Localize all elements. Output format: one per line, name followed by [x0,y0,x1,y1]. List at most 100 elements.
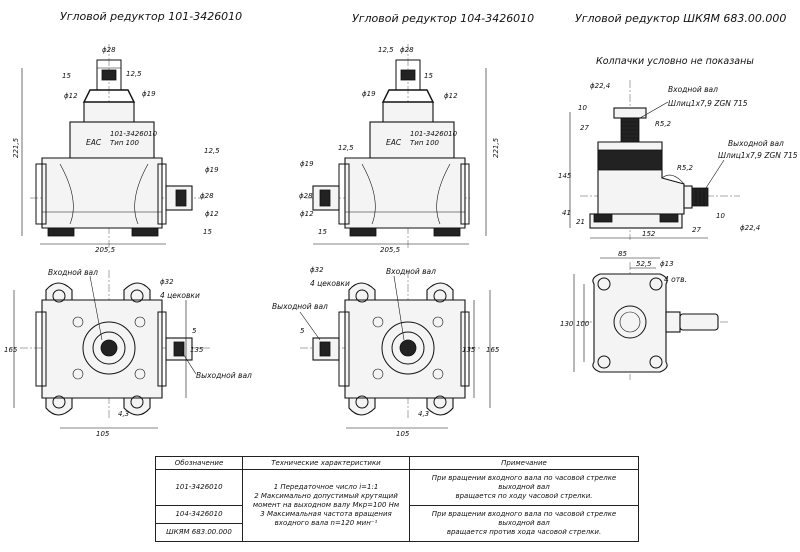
plate-line2-left: Тип 100 [110,139,140,147]
note-cell-1: При вращении входного вала по часовой ст… [409,469,639,506]
dim-d19-middle-side: ϕ19 [300,160,314,168]
dim-d32-middle: ϕ32 [310,266,324,274]
dim-15-middle-side: 15 [318,228,327,236]
dim-135-middle: 135 [462,346,476,354]
spec-table: Обозначение Технические характеристики П… [155,456,639,542]
dim-12-5-left-side: 12,5 [204,147,220,155]
dim-205-5-middle: 205,5 [380,246,401,254]
plate-line1-left: 101-3426010 [110,130,158,138]
note-line-2: вращается по ходу часовой стрелки. [455,492,593,500]
dim-145: 145 [558,172,572,180]
output-shaft-label-middle: Выходной вал [272,302,328,311]
left-front-view: EAC 101-3426010 Тип 100 205,5 221,5 ϕ28 … [12,44,220,254]
dim-10-right-top: 10 [578,104,587,112]
spec-line-4: 3 Максимальная частота вращения [260,510,392,518]
note-line-4: вращается против хода часовой стрелки. [446,528,602,536]
dim-r5-2-side: R5,2 [677,164,694,172]
middle-front-view: EAC 101-3426010 Тип 100 205,5 221,5 ϕ28 … [299,44,500,254]
dim-d12-left-side: ϕ12 [205,210,219,218]
left-plan-view: Входной вал Выходной вал ϕ32 4 цековки 1… [4,268,252,438]
dim-5-left: 5 [192,327,197,335]
input-shaft-label-right: Входной вал [668,85,718,94]
dim-105-left: 105 [96,430,110,438]
caps-note: Колпачки условно не показаны [596,56,754,67]
dim-d32-left: ϕ32 [160,278,174,286]
dim-27-right-top: 27 [580,124,589,132]
dim-15-left-top: 15 [62,72,71,80]
designation-1: 101-3426010 [155,469,243,506]
dim-5-middle: 5 [300,327,305,335]
dim-12-5-left-top: 12,5 [126,70,142,78]
dim-152: 152 [642,230,656,238]
dim-d28-middle: ϕ28 [400,46,414,54]
specs-cell: 1 Передаточное число i=1:1 2 Максимально… [242,469,410,542]
right-plan-view: 85 52,5 ϕ13 4 отв. 130 100 [560,250,730,380]
note-line-1: При вращении входного вала по часовой ст… [431,474,617,491]
right-front-view: Входной вал Шлиц1х7,9 ZGN 715 Выходной в… [558,80,798,240]
dim-12-5-middle-side: 12,5 [338,144,354,152]
input-shaft-label-left: Входной вал [48,268,98,277]
eac-mark-middle: EAC [386,138,402,147]
dim-d28-left-side: ϕ28 [200,192,214,200]
dim-d12-middle-top: ϕ12 [444,92,458,100]
dim-21: 21 [576,218,585,226]
dim-d22-4-side: ϕ22,4 [740,224,760,232]
dim-d22-4-top: ϕ22,4 [590,82,610,90]
dim-221-5-middle: 221,5 [492,137,500,158]
spec-line-1: 1 Передаточное число i=1:1 [273,483,379,491]
dim-d28-middle-side: ϕ28 [299,192,313,200]
note-line-3: При вращении входного вала по часовой ст… [431,510,617,527]
dim-165-left: 165 [4,346,18,354]
dim-r5-2-top: R5,2 [655,120,672,128]
header-notes: Примечание [409,456,639,470]
dim-d28-left: ϕ28 [102,46,116,54]
dim-135-left: 135 [190,346,204,354]
dim-4-3-middle: 4,3 [418,410,429,418]
dim-d13: ϕ13 [660,260,674,268]
dim-27-right-side: 27 [692,226,701,234]
dim-12-5-middle-top: 12,5 [378,46,394,54]
eac-mark-left: EAC [86,138,102,147]
designation-3: ШКЯМ 683.00.000 [155,523,243,542]
header-specs: Технические характеристики [242,456,410,470]
plate-line2-middle: Тип 100 [410,139,440,147]
plate-line1-middle: 101-3426010 [410,130,458,138]
dim-d19-left-side: ϕ19 [205,166,219,174]
dim-165-middle: 165 [486,346,500,354]
holes4-label: 4 отв. [664,275,687,284]
input-spline-label: Шлиц1х7,9 ZGN 715 [668,99,748,108]
dim-221-5-left: 221,5 [12,137,20,158]
caps4-label-middle: 4 цековки [310,279,350,288]
dim-105-middle: 105 [396,430,410,438]
dim-205-5-left: 205,5 [95,246,116,254]
dim-41: 41 [562,209,571,217]
dim-130: 130 [560,320,574,328]
output-shaft-label-left: Выходной вал [196,371,252,380]
output-shaft-label-right: Выходной вал [728,139,784,148]
dim-10-right-side: 10 [716,212,725,220]
title-left: Угловой редуктор 101-3426010 [60,10,242,23]
dim-d12-middle-side: ϕ12 [300,210,314,218]
spec-line-3: момент на выходном валу Mкр=100 Нм [252,501,400,509]
dim-100: 100 [576,320,590,328]
dim-15-middle-top: 15 [424,72,433,80]
dim-85: 85 [618,250,627,258]
caps4-label-left: 4 цековки [160,291,200,300]
middle-plan-view: Входной вал Выходной вал ϕ32 4 цековки 1… [272,266,500,438]
title-right: Угловой редуктор ШКЯМ 683.00.000 [575,12,786,25]
spec-line-5: входного вала n=120 мин⁻¹ [274,519,378,527]
input-shaft-label-middle: Входной вал [386,267,436,276]
designation-2: 104-3426010 [155,505,243,524]
output-spline-label: Шлиц1х7,9 ZGN 715 [718,151,798,160]
dim-52-5: 52,5 [636,260,652,268]
note-cell-2: При вращении входного вала по часовой ст… [409,505,639,542]
dim-d12-left-top: ϕ12 [64,92,78,100]
dim-4-3-left: 4,3 [118,410,129,418]
dim-15-left-side: 15 [203,228,212,236]
dim-d19-left-top: ϕ19 [142,90,156,98]
header-designation: Обозначение [155,456,243,470]
spec-line-2: 2 Максимально допустимый крутящий [254,492,398,500]
title-middle: Угловой редуктор 104-3426010 [352,12,534,25]
